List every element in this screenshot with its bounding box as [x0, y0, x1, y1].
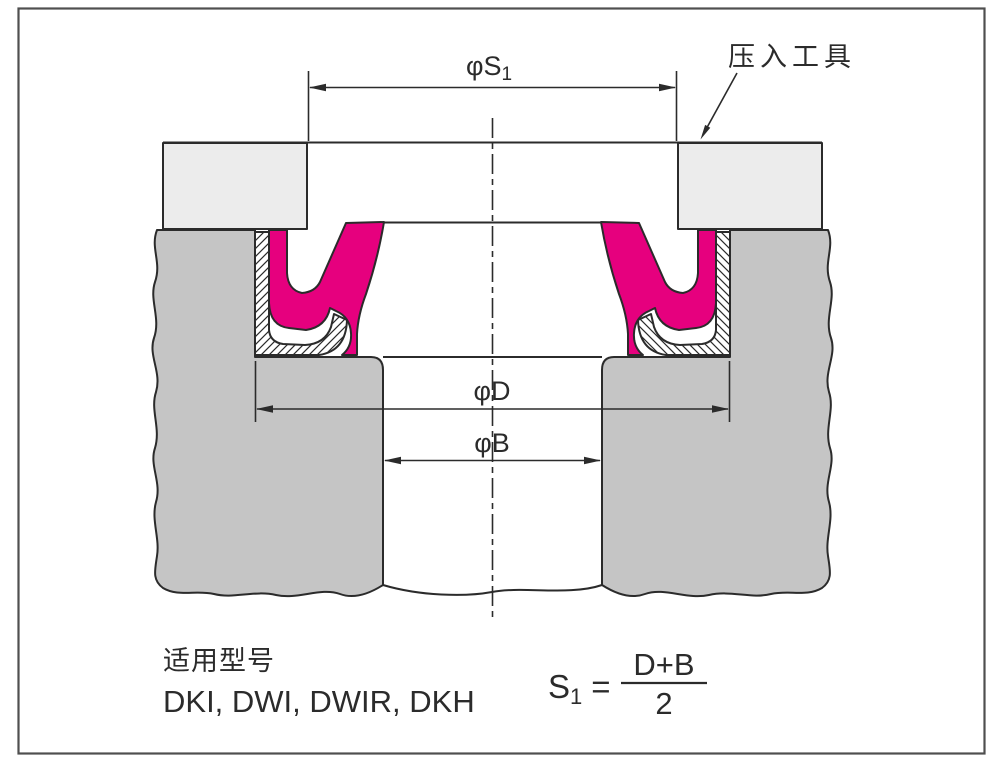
dimension-d [254, 361, 731, 422]
formula-lhs: S1= [548, 668, 611, 709]
applicable-models-note: 适用型号 DKI, DWI, DWIR, DKH [163, 646, 475, 719]
dim-d-label: φD [473, 376, 510, 406]
seal-metal-case-hatch [254, 231, 348, 356]
dim-s1-label: φS1 [466, 51, 512, 85]
dim-b-label: φB [474, 428, 510, 458]
oil-seal-left-section [254, 221, 385, 356]
formula-s1: S1= D+B 2 [548, 647, 707, 721]
dim-d-arrow-left [256, 405, 273, 413]
tool-callout-leader [700, 72, 738, 140]
leader-arrow [700, 124, 711, 140]
dim-b-arrow-right [584, 456, 601, 465]
dimension-s1 [307, 71, 678, 141]
tool-callout-label: 压入工具 [728, 42, 856, 72]
dim-s1-arrow-left [309, 83, 326, 92]
dim-b-arrow-left [384, 456, 401, 465]
dim-d-arrow-right [712, 405, 729, 413]
dim-s1-arrow-right [659, 83, 676, 92]
formula-numerator: D+B [633, 647, 694, 682]
housing [151, 229, 834, 598]
housing-left-section [151, 229, 384, 598]
tool-left-section [162, 142, 308, 230]
models-list: DKI, DWI, DWIR, DKH [163, 684, 475, 719]
leader-line [703, 72, 738, 134]
models-heading: 适用型号 [163, 646, 275, 676]
tool-right-section [677, 142, 823, 230]
seal-rubber-body [268, 221, 385, 356]
formula-denominator: 2 [655, 686, 672, 721]
press-fit-tool [162, 141, 823, 230]
dimension-b [384, 456, 601, 465]
